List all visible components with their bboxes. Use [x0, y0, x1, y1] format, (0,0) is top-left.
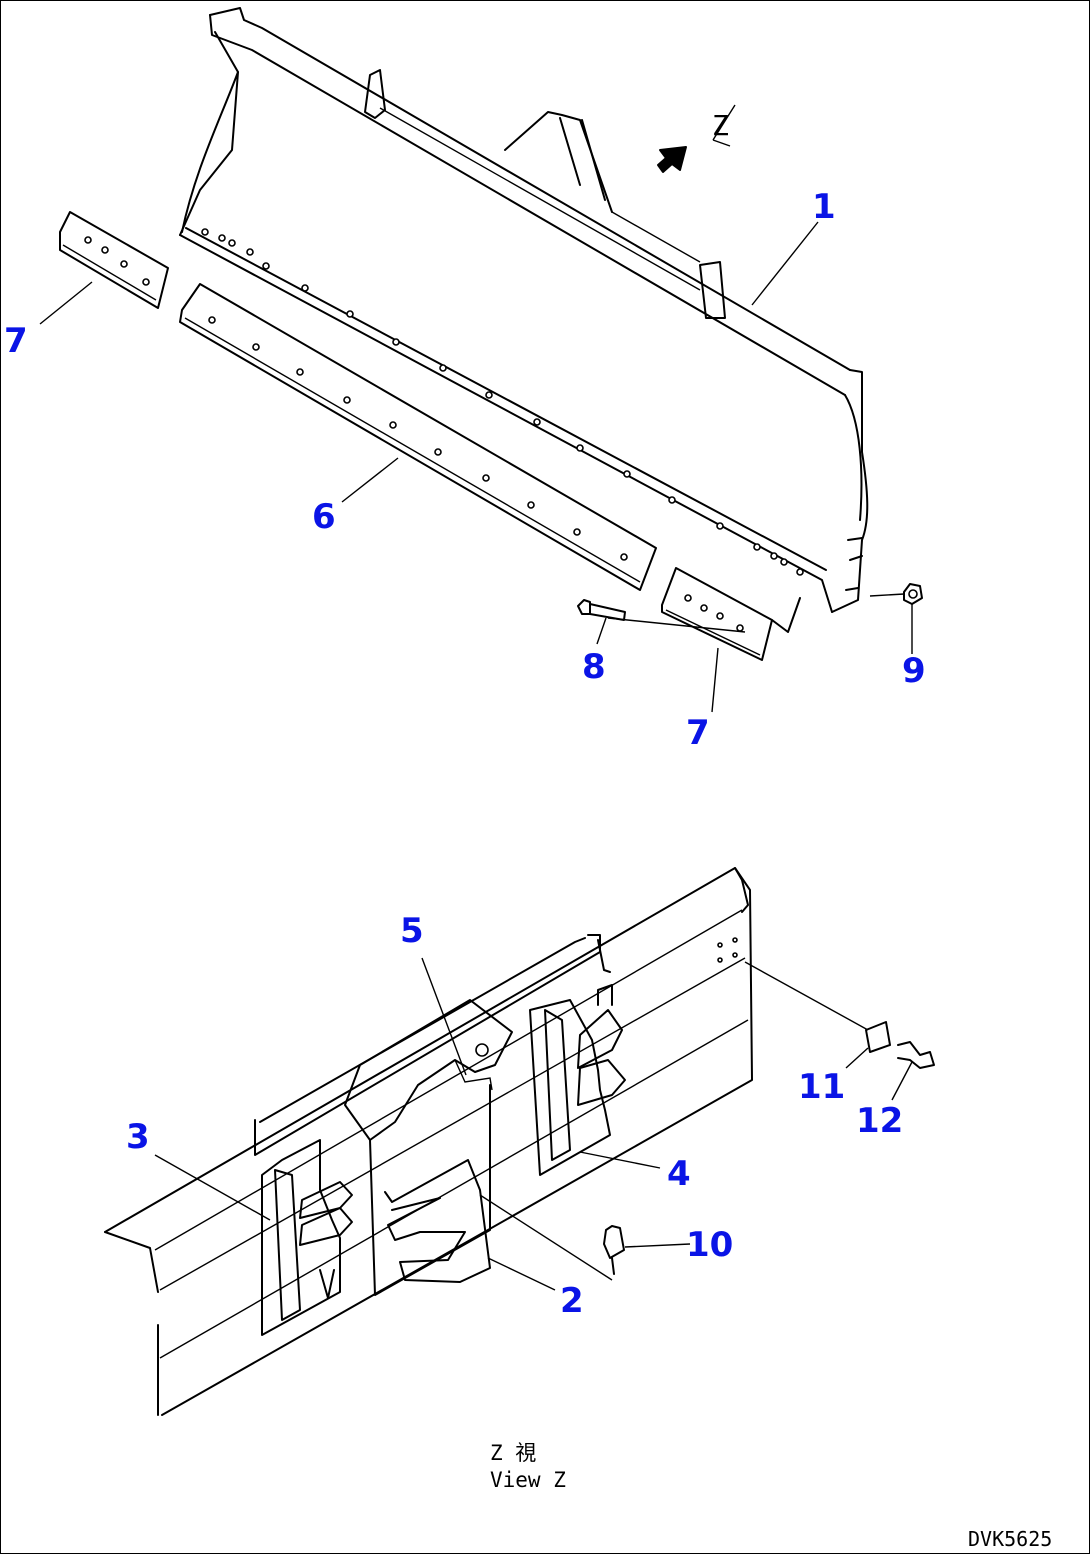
- cutting-edge: [179, 283, 657, 591]
- caption-english: View Z: [490, 1468, 566, 1492]
- leader-lines: [39, 221, 913, 1291]
- blade-assembly: [179, 7, 869, 613]
- callout-3: 3: [126, 1117, 150, 1157]
- callout-8: 8: [582, 647, 606, 687]
- callout-10: 10: [686, 1225, 733, 1265]
- callout-4: 4: [667, 1154, 691, 1194]
- bolt-8: [577, 599, 626, 621]
- blade-bolt-holes: [201, 228, 804, 576]
- nut-9: [903, 583, 923, 605]
- callout-12: 12: [856, 1101, 903, 1141]
- callout-7-right: 7: [686, 713, 710, 753]
- callout-1: 1: [812, 187, 836, 227]
- callout-labels: 1 2 3 4 5 6 7 7 8 9 10 11 12: [4, 187, 926, 1321]
- caption-japanese: Z 視: [490, 1441, 536, 1465]
- end-bit-right: [661, 567, 801, 661]
- callout-5: 5: [400, 911, 424, 951]
- callout-2: 2: [560, 1281, 584, 1321]
- callout-6: 6: [312, 497, 336, 537]
- view-z-marker: Z: [712, 109, 729, 142]
- blade-rear-view: [104, 867, 935, 1416]
- callout-7-left: 7: [4, 321, 28, 361]
- drawing-code: DVK5625: [968, 1527, 1052, 1551]
- end-bit-left: [59, 211, 169, 309]
- callout-9: 9: [902, 651, 926, 691]
- callout-11: 11: [798, 1067, 845, 1107]
